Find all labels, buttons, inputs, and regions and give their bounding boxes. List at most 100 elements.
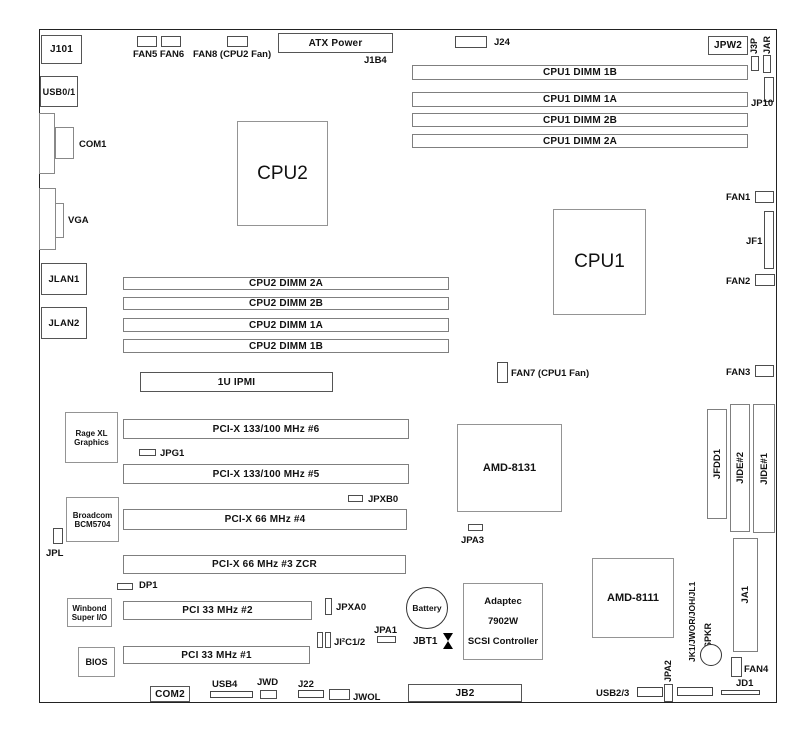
jf1-header <box>764 211 774 269</box>
jk1-jwor-joh-jl1-label: JK1/JWOR/JOH/JL1 <box>687 581 697 662</box>
jwd-label: JWD <box>257 677 279 688</box>
com2-connector: COM2 <box>150 686 190 702</box>
jide2-label: JIDE#2 <box>734 452 746 484</box>
amd-8131-chip: AMD-8131 <box>457 424 562 512</box>
com1-port-inner <box>55 127 74 159</box>
jar-label: JAR <box>762 35 772 54</box>
dp1-label: DP1 <box>139 580 158 591</box>
adaptec-line1: Adaptec <box>484 596 522 607</box>
broadcom-line2: BCM5704 <box>74 519 111 529</box>
cpu1-chip: CPU1 <box>553 209 646 315</box>
ji2c-jumper-2 <box>325 632 331 648</box>
j22-header <box>298 690 324 698</box>
rage-xl-line2: Graphics <box>74 437 109 447</box>
jwol-jumper <box>329 689 350 700</box>
j101-connector: J101 <box>41 35 82 64</box>
cpu2-dimm-2a-slot: CPU2 DIMM 2A <box>123 277 449 290</box>
fan7-label: FAN7 (CPU1 Fan) <box>511 368 590 379</box>
adaptec-line3: SCSI Controller <box>467 636 539 647</box>
jpw2-connector: JPW2 <box>708 36 748 55</box>
fan5-fan6-label: FAN5 FAN6 <box>133 49 185 60</box>
j22-label: J22 <box>298 679 314 690</box>
vga-label: VGA <box>68 215 89 226</box>
jlan2-connector: JLAN2 <box>41 307 87 339</box>
jpa2-jumper <box>664 684 673 702</box>
jpl-jumper <box>53 528 63 544</box>
com1-port <box>39 113 55 174</box>
fan7-header <box>497 362 508 383</box>
dp1-jumper <box>117 583 133 590</box>
cpu2-dimm-1b-slot: CPU2 DIMM 1B <box>123 339 449 353</box>
vga-port-inner <box>55 203 64 238</box>
j24-header <box>455 36 487 48</box>
j24-label: J24 <box>494 37 510 48</box>
jpa1-label: JPA1 <box>374 625 398 636</box>
adaptec-line2: 7902W <box>487 616 519 627</box>
fan6-header <box>161 36 181 47</box>
fan1-label: FAN1 <box>726 192 751 203</box>
jfdd1-label: JFDD1 <box>711 448 723 480</box>
jar-jumper <box>763 55 771 73</box>
usb01-connector: USB0/1 <box>40 76 78 107</box>
cpu2-chip: CPU2 <box>237 121 328 226</box>
fan3-header <box>755 365 774 377</box>
fan5-header <box>137 36 157 47</box>
winbond-line2: Super I/O <box>71 612 108 622</box>
pci-slot-2: PCI 33 MHz #2 <box>123 601 312 620</box>
jpg1-label: JPG1 <box>160 448 185 459</box>
ji2c-label: JI²C1/2 <box>334 637 366 648</box>
jbt1-label: JBT1 <box>413 636 438 647</box>
usb4-label: USB4 <box>212 679 238 690</box>
jd1-connector <box>721 690 760 695</box>
jd1-label: JD1 <box>736 678 754 689</box>
jpl-label: JPL <box>46 548 64 559</box>
rage-xl-line1: Rage XL <box>75 428 108 438</box>
adaptec-scsi-chip: Adaptec 7902W SCSI Controller <box>463 583 543 660</box>
jpxa0-label: JPXA0 <box>336 602 367 613</box>
fan4-label: FAN4 <box>744 664 769 675</box>
jide1-connector: JIDE#1 <box>753 404 775 533</box>
jp10-label: JP10 <box>751 98 774 109</box>
j1b4-label: J1B4 <box>364 55 387 66</box>
jf1-label: JF1 <box>746 236 763 247</box>
jide1-label: JIDE#1 <box>758 452 770 485</box>
pcix-slot-3-zcr: PCI-X 66 MHz #3 ZCR <box>123 555 406 574</box>
jfdd1-connector: JFDD1 <box>707 409 727 519</box>
winbond-chip: Winbond Super I/O <box>67 598 112 627</box>
jpxb0-label: JPXB0 <box>368 494 399 505</box>
fan3-label: FAN3 <box>726 367 751 378</box>
jwol-label: JWOL <box>353 692 381 703</box>
jpxa0-jumper <box>325 598 332 615</box>
jpa3-label: JPA3 <box>461 535 485 546</box>
pcix-slot-5: PCI-X 133/100 MHz #5 <box>123 464 409 484</box>
fan1-header <box>755 191 774 203</box>
spkr-label: SPKR <box>703 622 713 648</box>
jbt1-hourglass-icon <box>443 633 454 649</box>
pci-slot-1: PCI 33 MHz #1 <box>123 646 310 664</box>
jpa3-jumper <box>468 524 483 531</box>
vga-port <box>39 188 56 250</box>
winbond-line1: Winbond <box>72 603 107 613</box>
fan2-header <box>755 274 775 286</box>
j3p-jumper <box>751 56 759 71</box>
ipmi-slot: 1U IPMI <box>140 372 333 392</box>
cpu1-dimm-2b-slot: CPU1 DIMM 2B <box>412 113 748 127</box>
fan8-header <box>227 36 248 47</box>
bios-chip: BIOS <box>78 647 115 677</box>
jide2-connector: JIDE#2 <box>730 404 750 532</box>
broadcom-chip: Broadcom BCM5704 <box>66 497 119 542</box>
usb23-label: USB2/3 <box>596 688 630 699</box>
usb23-connector <box>637 687 663 697</box>
ji2c-jumper-1 <box>317 632 323 648</box>
usb4-connector <box>210 691 253 698</box>
com1-label: COM1 <box>79 139 107 150</box>
amd-8111-chip: AMD-8111 <box>592 558 674 638</box>
jpa2-label: JPA2 <box>663 660 673 682</box>
ja1-connector: JA1 <box>733 538 758 652</box>
cpu1-dimm-1a-slot: CPU1 DIMM 1A <box>412 92 748 107</box>
spkr-buzzer <box>700 644 722 666</box>
cpu2-dimm-1a-slot: CPU2 DIMM 1A <box>123 318 449 332</box>
jpxb0-jumper <box>348 495 363 502</box>
atx-power-connector: ATX Power <box>278 33 393 53</box>
